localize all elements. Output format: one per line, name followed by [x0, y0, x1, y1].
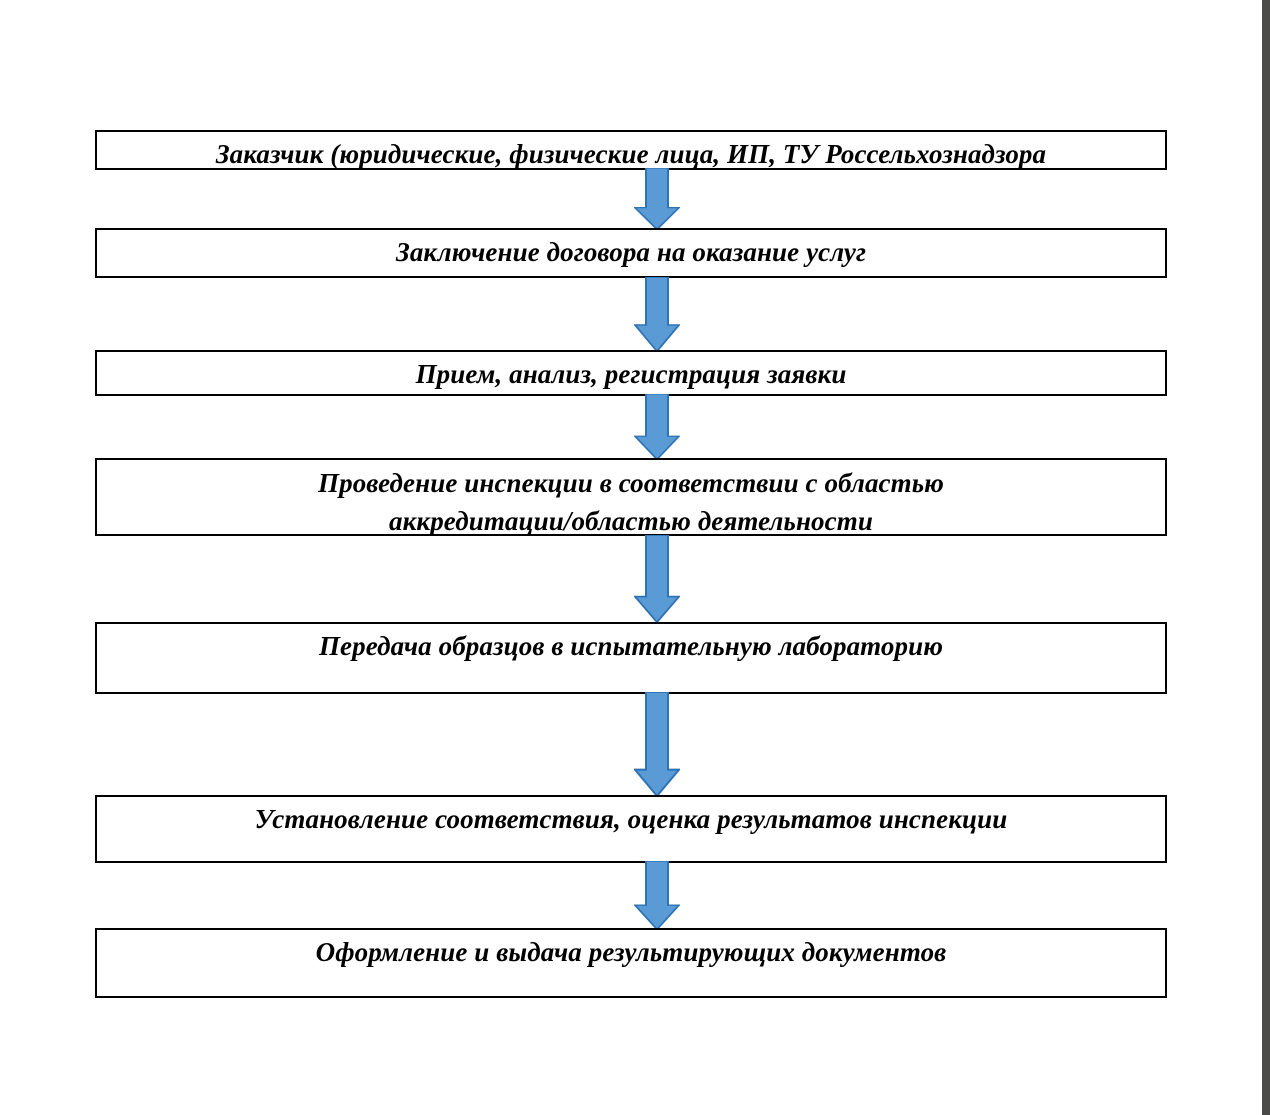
flow-node-conformity-assessment[interactable]: Установление соответствия, оценка резуль…	[95, 795, 1167, 863]
flow-node-label: Заказчик (юридические, физические лица, …	[215, 139, 1047, 169]
flow-node-application-intake[interactable]: Прием, анализ, регистрация заявки	[95, 350, 1167, 396]
flow-arrow-down-icon	[634, 168, 680, 230]
flow-arrow-down-icon	[634, 861, 680, 930]
flow-node-label: Передача образцов в испытательную лабора…	[318, 631, 944, 661]
flow-node-label: Заключение договора на оказание услуг	[395, 237, 867, 267]
flow-node-inspection[interactable]: Проведение инспекции в соответствии с об…	[95, 458, 1167, 536]
page-right-edge-rule	[1262, 0, 1270, 1115]
flow-arrow-down-icon	[634, 394, 680, 460]
flow-arrow-down-icon	[634, 277, 680, 352]
flow-node-label: Установление соответствия, оценка резуль…	[254, 804, 1008, 834]
flow-node-document-issuance[interactable]: Оформление и выдача результирующих докум…	[95, 928, 1167, 998]
flow-arrow-down-icon	[634, 692, 680, 797]
flow-node-contract[interactable]: Заключение договора на оказание услуг	[95, 228, 1167, 278]
flow-arrow-down-icon	[634, 535, 680, 623]
flow-node-sample-transfer[interactable]: Передача образцов в испытательную лабора…	[95, 622, 1167, 694]
flow-node-label: Прием, анализ, регистрация заявки	[415, 359, 847, 389]
flow-node-label: Оформление и выдача результирующих докум…	[315, 937, 947, 967]
flow-node-label: Проведение инспекции в соответствии с об…	[318, 468, 944, 536]
flow-node-customer[interactable]: Заказчик (юридические, физические лица, …	[95, 130, 1167, 170]
